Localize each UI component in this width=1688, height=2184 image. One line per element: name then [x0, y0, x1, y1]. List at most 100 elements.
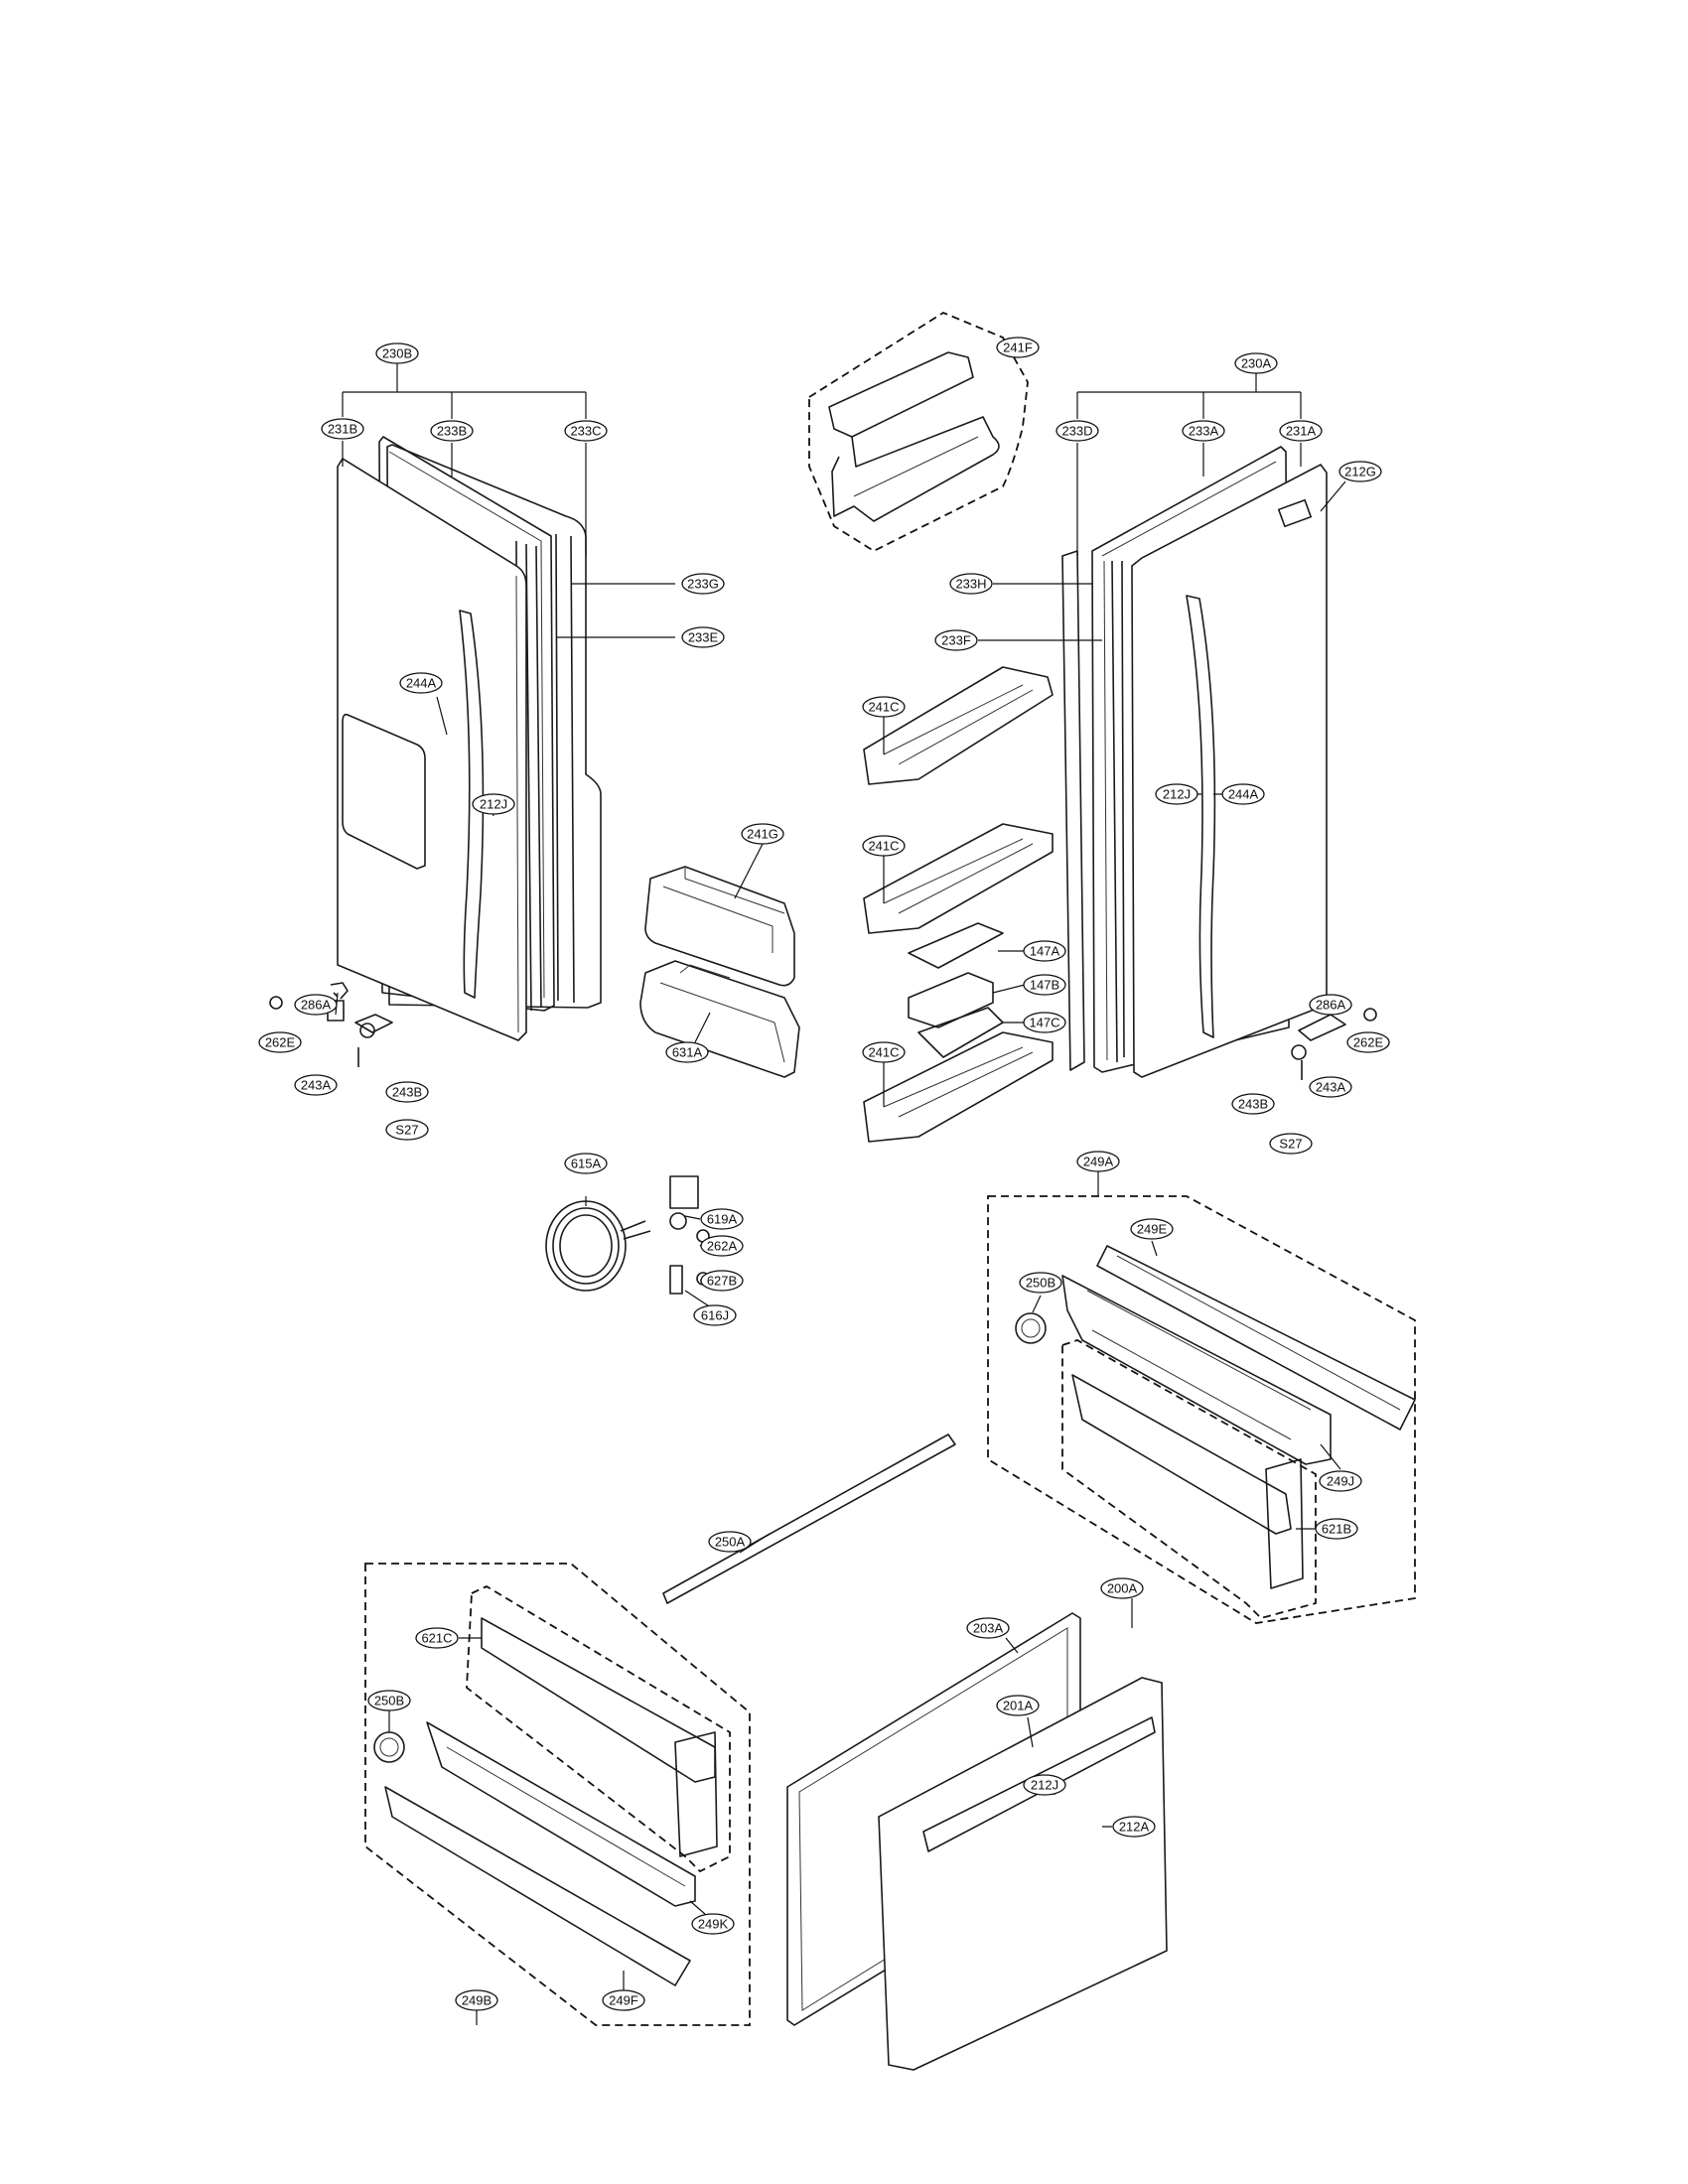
- callout-616J: 616J: [693, 1304, 737, 1326]
- callout-241C-2: 241C: [862, 835, 906, 857]
- right-gasket-inner: [1101, 461, 1277, 1061]
- bracket-249J: [1061, 1275, 1332, 1465]
- callout-233G: 233G: [681, 573, 725, 595]
- callout-230A: 230A: [1234, 352, 1278, 374]
- callout-262E-right: 262E: [1346, 1031, 1390, 1053]
- callout-text-233F: 233F: [941, 633, 971, 648]
- water-valve: [669, 1175, 699, 1209]
- leader-233H-233F: [978, 583, 1102, 641]
- bin-631A-inner: [659, 964, 785, 1063]
- callout-text-619A: 619A: [707, 1212, 738, 1227]
- bracket-621C-end: [674, 1731, 718, 1857]
- callout-615A: 615A: [564, 1153, 608, 1174]
- callout-212J-drawer: 212J: [1023, 1774, 1066, 1796]
- left-door-handle: [459, 610, 485, 999]
- callout-text-231A: 231A: [1286, 424, 1317, 439]
- leader-water: [585, 1196, 724, 1316]
- callout-text-212J-left: 212J: [480, 797, 507, 812]
- water-line-parts: [545, 1175, 710, 1295]
- callout-249J: 249J: [1319, 1470, 1362, 1492]
- callout-241G: 241G: [741, 823, 784, 845]
- callout-labels: 230B 231B 233B 233C 233G 233E 244A 212J …: [258, 337, 1390, 2011]
- bin-241G: [644, 866, 795, 987]
- callout-text-233G: 233G: [687, 577, 719, 592]
- callout-text-241C-3: 241C: [868, 1045, 899, 1060]
- callout-text-249B: 249B: [462, 1993, 492, 2008]
- callout-text-243A-left: 243A: [301, 1078, 332, 1093]
- callout-621B: 621B: [1315, 1518, 1358, 1540]
- callout-249F: 249F: [602, 1989, 645, 2011]
- callout-text-621C: 621C: [421, 1631, 452, 1646]
- callout-243A-right: 243A: [1309, 1076, 1352, 1098]
- bin-241F-body: [831, 416, 1000, 522]
- callout-text-233A: 233A: [1189, 424, 1219, 439]
- callout-text-627B: 627B: [707, 1274, 737, 1289]
- callout-212G: 212G: [1338, 461, 1382, 482]
- right-door-badge: [1277, 498, 1313, 528]
- left-door-assembly: [269, 436, 602, 1067]
- bracket-249J-inner: [1086, 1290, 1312, 1440]
- bin-241C-bottom: [863, 1031, 1054, 1143]
- left-dispenser-recess: [342, 713, 426, 870]
- leader-right-rails: [1032, 1171, 1341, 1530]
- callout-text-250B-right: 250B: [1026, 1276, 1055, 1291]
- left-rail-group: [364, 1563, 751, 2026]
- callout-250A: 250A: [708, 1531, 752, 1553]
- callout-text-241C-1: 241C: [868, 700, 899, 715]
- gear-250B-right: [1015, 1312, 1047, 1344]
- leader-230A: [1076, 372, 1302, 419]
- callout-text-243A-right: 243A: [1316, 1080, 1346, 1095]
- callout-241F: 241F: [996, 337, 1040, 358]
- callout-text-233C: 233C: [570, 424, 601, 439]
- bin-631A: [639, 960, 800, 1078]
- leader-241G-631A: [694, 843, 764, 1043]
- callout-S27-right: S27: [1269, 1133, 1313, 1155]
- callout-262E-left: 262E: [258, 1031, 302, 1053]
- callout-text-203A: 203A: [973, 1621, 1004, 1636]
- callout-250B-right: 250B: [1019, 1272, 1062, 1294]
- bracket-249K-inner: [446, 1746, 686, 1887]
- drawer-handle-212A: [922, 1716, 1156, 1852]
- callout-text-233E: 233E: [688, 630, 719, 645]
- gear-250B-left: [373, 1731, 405, 1763]
- bin-241F-top: [828, 351, 974, 438]
- leader-230A-children: [1076, 443, 1346, 556]
- freezer-drawer: [786, 1612, 1168, 2071]
- callout-244A-right: 244A: [1221, 783, 1265, 805]
- callout-text-230A: 230A: [1241, 356, 1272, 371]
- callout-text-250B-left: 250B: [374, 1694, 404, 1708]
- callout-627B: 627B: [700, 1270, 744, 1292]
- bracket-249K: [426, 1721, 696, 1907]
- gear-250B-right-hub: [1021, 1318, 1041, 1338]
- drawer-panel-201A: [878, 1677, 1168, 2071]
- bin-241F-outline: [808, 311, 1029, 553]
- leader-drawer: [1005, 1598, 1133, 1828]
- callout-text-615A: 615A: [571, 1157, 602, 1171]
- callout-241C-1: 241C: [862, 696, 906, 718]
- group-249B-outline: [364, 1563, 751, 2026]
- right-door-panel: [1131, 463, 1328, 1078]
- bin-241G-inner: [662, 867, 785, 953]
- left-hinge-plate: [354, 1014, 393, 1033]
- bin-241C-top: [863, 666, 1054, 785]
- bracket-621B: [1071, 1374, 1292, 1535]
- callout-619A: 619A: [700, 1208, 744, 1230]
- callout-text-212A: 212A: [1119, 1820, 1150, 1835]
- callout-text-286A-left: 286A: [301, 998, 332, 1013]
- group-621B-outline: [1061, 1339, 1317, 1620]
- callout-text-249E: 249E: [1137, 1222, 1168, 1237]
- rail-249E: [1096, 1245, 1416, 1431]
- callout-text-286A-right: 286A: [1316, 998, 1346, 1013]
- callout-text-231B: 231B: [328, 422, 357, 437]
- tube-connector: [669, 1265, 683, 1295]
- bin-241C-mid-inner: [883, 838, 1034, 914]
- group-621C-outline: [466, 1584, 731, 1873]
- right-hinge-washer: [1291, 1044, 1307, 1060]
- top-bin-group: [808, 311, 1029, 553]
- left-door-edge: [515, 575, 519, 1033]
- leader-147: [992, 950, 1026, 1024]
- right-door-assembly: [1061, 446, 1377, 1080]
- callout-text-S27-right: S27: [1279, 1137, 1302, 1152]
- callout-text-262E-right: 262E: [1353, 1035, 1384, 1050]
- callout-text-212G: 212G: [1344, 465, 1376, 479]
